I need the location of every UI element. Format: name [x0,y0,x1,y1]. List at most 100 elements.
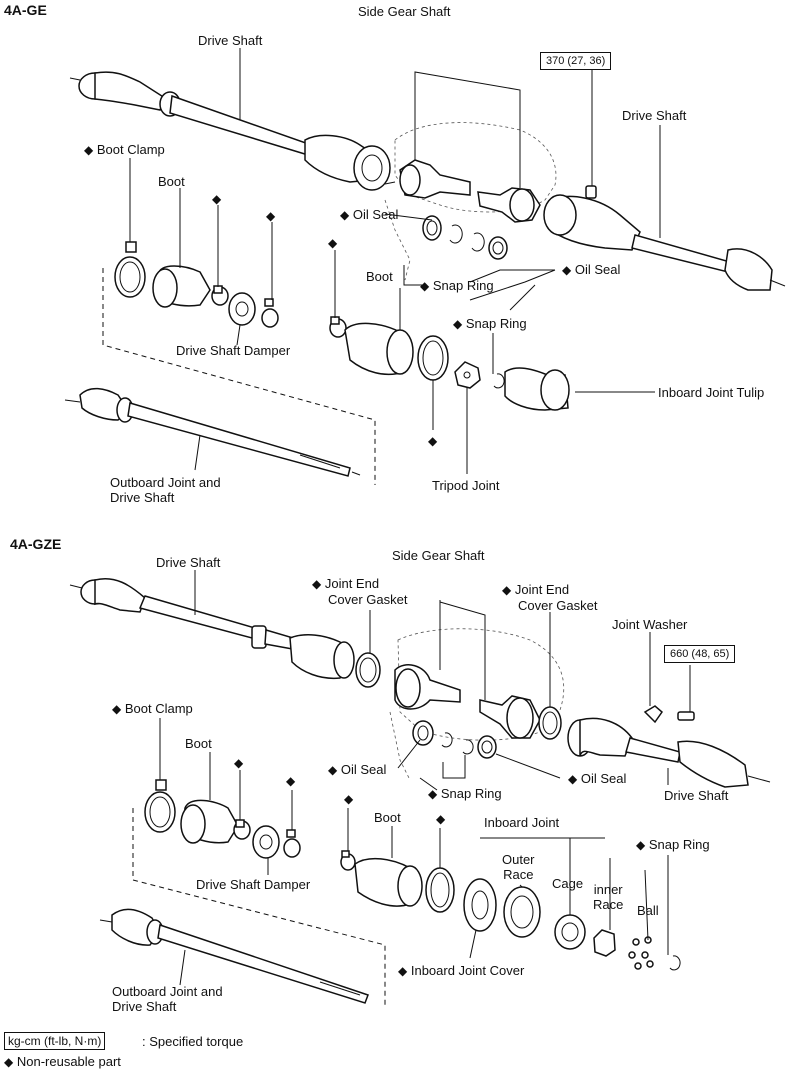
joint-end-cover-gasket-right [538,706,562,740]
section-4a-ge-drawing [64,48,786,485]
label-drive-shaft-damper: Drive Shaft Damper [176,343,291,358]
boot-clamp-gze-inner-small [340,850,356,871]
snap-ring-upper-b [471,232,485,252]
label-drive-shaft-gze-right: Drive Shaft [664,788,729,803]
label-boot-gze-outer: Boot [185,736,212,751]
boot-outer [152,265,211,308]
drive-shaft-damper-upper [228,292,256,326]
section-title-4a-gze: 4A-GZE [10,536,62,552]
inboard-joint-cover [463,878,497,932]
non-reusable-marker: ◆ [84,143,94,157]
boot-clamp-gze-inner-large [425,867,455,913]
oil-seal-upper-left [422,215,442,241]
torque-spec-box-gze: 660 (48, 65) [664,645,736,663]
joint-washer [643,705,664,724]
joint-end-cover-gasket-left [355,652,381,688]
drive-shaft-lower-right [567,717,771,788]
outer-race [503,886,541,938]
legend-torque-units: kg-cm (ft-lb, N·m) [4,1032,106,1050]
snap-ring-lower-ge [493,373,505,389]
label-oil-seal-right: ◆ Oil Seal [562,262,621,277]
label-boot-clamp: ◆ Boot Clamp [84,142,165,157]
label-snap-ring-gze-1: ◆ Snap Ring [428,786,502,801]
label-boot-clamp-gze: ◆ Boot Clamp [112,701,193,716]
balls [628,936,654,970]
small-clamp-gze-a [233,819,251,840]
snap-ring-gze-a [441,732,453,748]
non-reusable-marker: ◆ [436,812,446,826]
label-cage: Cage [552,876,584,891]
side-gear-shaft-gze-left [394,664,461,710]
label-drive-shaft-damper-gze: Drive Shaft Damper [196,877,311,892]
outboard-joint-shaft-lower [99,908,369,1004]
snap-ring-upper-a [449,224,463,244]
cage [554,914,586,950]
drive-shaft-upper-left [69,71,391,191]
non-reusable-marker: ◆ [328,236,338,250]
side-gear-shaft-left [384,159,471,199]
non-reusable-marker: ◆ [4,1055,14,1069]
label-drive-shaft-right: Drive Shaft [622,108,687,123]
boot-inner [344,322,414,376]
snap-ring-gze-b [462,739,474,755]
label-inboard-joint-cover: ◆ Inboard Joint Cover [398,963,525,978]
label-oil-seal-left: ◆ Oil Seal [340,207,399,222]
drive-shaft-upper-right [543,194,786,291]
drive-shaft-damper-lower [252,825,280,859]
label-side-gear-shaft: Side Gear Shaft [358,4,451,19]
legend-non-reusable: ◆ Non-reusable part [4,1054,121,1069]
boot-clamp-gze-outer [144,779,176,833]
label-drive-shaft-left: Drive Shaft [198,33,263,48]
label-side-gear-shaft-gze: Side Gear Shaft [392,548,485,563]
label-snap-ring-2: ◆ Snap Ring [453,316,527,331]
label-oil-seal-gze-right: ◆ Oil Seal [568,771,627,786]
boot-clamp-inner-small [329,316,347,338]
non-reusable-marker: ◆ [344,792,354,806]
outboard-joint-shaft-upper [64,387,361,477]
side-gear-shaft-right [477,187,541,223]
small-clamp-outer-a [211,285,229,306]
label-inboard-joint: Inboard Joint [484,815,560,830]
non-reusable-marker: ◆ [234,756,244,770]
oil-seal-upper-right [488,236,508,260]
label-boot-inner: Boot [366,269,393,284]
non-reusable-marker: ◆ [428,434,438,448]
non-reusable-marker: ◆ [266,209,276,223]
label-boot-outer: Boot [158,174,185,189]
side-gear-shaft-gze-right [479,695,541,739]
torque-spec-box: 370 (27, 36) [540,52,612,70]
small-clamp-gze-b [283,829,301,858]
label-tripod-joint: Tripod Joint [432,478,500,493]
non-reusable-marker: ◆ [212,192,222,206]
boot-clamp-outer [114,241,146,298]
section-title-4a-ge: 4A-GE [4,2,47,18]
inboard-joint-tulip [504,367,570,411]
label-inboard-joint-tulip: Inboard Joint Tulip [658,385,765,400]
section-4a-gze-drawing [69,570,771,1005]
small-clamp-outer-b [261,298,279,328]
boot-clamp-inner-large [417,335,449,381]
label-oil-seal-gze-left: ◆ Oil Seal [328,762,387,777]
drive-shaft-lower-left [69,578,355,680]
oil-seal-lower-left [412,720,434,746]
label-joint-washer: Joint Washer [612,617,688,632]
label-snap-ring-gze-2: ◆ Snap Ring [636,837,710,852]
boot-gze-inner [354,857,423,907]
label-ball: Ball [637,903,659,918]
bolt-lower [677,711,695,721]
snap-ring-gze-c [669,955,681,971]
non-reusable-marker: ◆ [286,774,296,788]
bolt-upper [585,185,597,199]
label-snap-ring-1: ◆ Snap Ring [420,278,494,293]
label-boot-gze-inner: Boot [374,810,401,825]
tripod-joint [454,361,481,389]
oil-seal-lower-right [477,735,497,759]
label-drive-shaft-gze-left: Drive Shaft [156,555,221,570]
boot-gze-outer [180,799,239,844]
